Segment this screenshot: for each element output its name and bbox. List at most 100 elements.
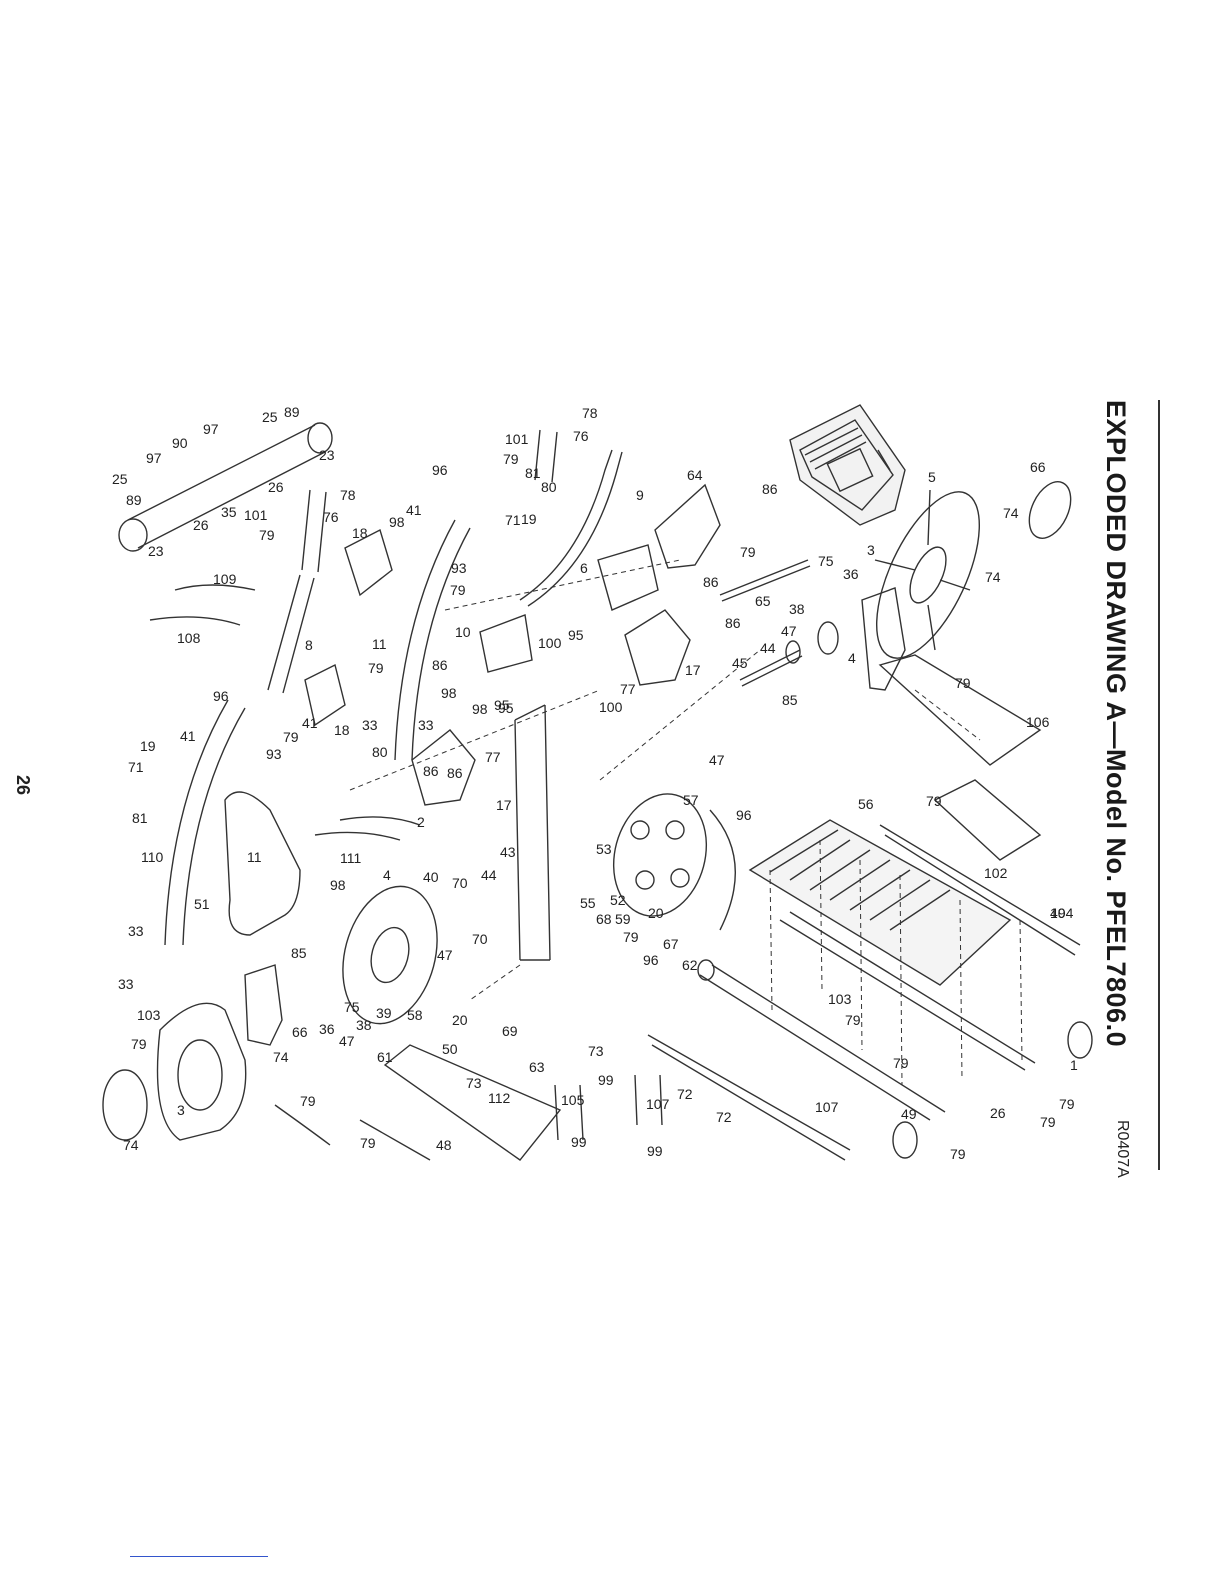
bottom-link-rule [130,1556,268,1557]
part-callout-107: 107 [646,1096,670,1112]
part-callout-96: 96 [736,807,752,823]
part-callout-86: 86 [703,574,719,590]
part-callout-3: 3 [177,1102,185,1118]
wire-110 [314,831,401,841]
part-callout-97: 97 [146,450,162,466]
part-callout-49: 49 [1050,905,1066,921]
part-callout-79: 79 [1059,1096,1075,1112]
part-callout-65: 65 [755,593,771,609]
part-callout-95: 95 [568,627,584,643]
part-callout-47: 47 [437,947,453,963]
part-callout-78: 78 [582,405,598,421]
part-callout-40: 40 [423,869,439,885]
part-callout-86: 86 [447,765,463,781]
part-callout-86: 86 [725,615,741,631]
part-callout-74: 74 [123,1137,139,1153]
part-callout-58: 58 [407,1007,423,1023]
part-callout-79: 79 [503,451,519,467]
part-callout-68: 68 [596,911,612,927]
part-callout-80: 80 [541,479,557,495]
part-callout-73: 73 [466,1075,482,1091]
part-callout-81: 81 [132,810,148,826]
part-callout-47: 47 [709,752,725,768]
pedal-105 [383,1044,562,1161]
part-callout-105: 105 [561,1092,585,1108]
part-callout-8: 8 [305,637,313,653]
part-callout-85: 85 [782,692,798,708]
part-callout-112: 112 [488,1090,511,1106]
part-callout-106: 106 [1026,714,1050,730]
part-callout-36: 36 [319,1021,335,1037]
part-callout-79: 79 [740,544,756,560]
part-callout-93: 93 [451,560,467,576]
left-pulley-bracket [244,964,283,1046]
part-callout-67: 67 [663,936,679,952]
part-callout-45: 45 [732,655,748,671]
part-callout-25: 25 [112,471,128,487]
cover-17-lower [411,729,476,806]
part-callout-98: 98 [441,685,457,701]
part-callout-59: 59 [615,911,631,927]
part-callout-111: 111 [340,850,361,866]
part-callout-79: 79 [259,527,275,543]
wire-108 [149,616,241,626]
part-callout-18: 18 [352,525,368,541]
part-callout-62: 62 [682,957,698,973]
part-callout-104: 104 [1050,905,1074,921]
part-callout-86: 86 [423,763,439,779]
flywheel-40 [342,885,438,1025]
end-cap-right [1028,481,1072,539]
part-callout-100: 100 [599,699,623,715]
part-callout-52: 52 [610,892,626,908]
upright-11-upper [394,519,471,761]
part-callout-44: 44 [760,640,776,656]
part-callout-79: 79 [360,1135,376,1151]
handle-bar-35 [118,422,333,552]
part-callout-79: 79 [283,729,299,745]
part-callout-107: 107 [815,1099,839,1115]
part-callout-41: 41 [302,715,318,731]
part-callout-57: 57 [683,792,699,808]
post-76 [301,489,327,573]
housing-18-lower [304,663,346,727]
part-callout-79: 79 [893,1055,909,1071]
handlebar-9 [519,449,623,607]
part-callout-6: 6 [580,560,588,576]
part-callout-48: 48 [436,1137,452,1153]
part-callout-76: 76 [323,509,339,525]
belt-51 [224,791,301,936]
bolt-107-right [634,1074,663,1126]
part-callout-77: 77 [620,681,636,697]
part-callout-96: 96 [213,688,229,704]
post-76-upper [534,429,558,483]
part-callout-80: 80 [372,744,388,760]
part-callout-20: 20 [648,905,664,921]
part-callout-63: 63 [529,1059,545,1075]
part-callout-19: 19 [140,738,156,754]
part-callout-26: 26 [990,1105,1006,1121]
part-callout-44: 44 [481,867,497,883]
part-callout-108: 108 [177,630,201,646]
part-callout-79: 79 [450,582,466,598]
part-callout-56: 56 [858,796,874,812]
part-callout-99: 99 [571,1134,587,1150]
part-callout-38: 38 [789,601,805,617]
part-callout-47: 47 [339,1033,355,1049]
part-callout-35: 35 [221,504,237,520]
part-callout-33: 33 [362,717,378,733]
part-callout-4: 4 [383,867,391,883]
center-post-2 [514,704,551,961]
part-callout-90: 90 [172,435,188,451]
part-callout-86: 86 [432,657,448,673]
part-callout-79: 79 [0,0,16,3]
right-pulley-bracket [861,587,906,691]
part-callout-23: 23 [319,447,335,463]
part-callout-100: 100 [538,635,562,651]
part-callout-97: 97 [203,421,219,437]
bracket-10 [479,614,533,673]
part-callout-79: 79 [368,660,384,676]
part-callout-36: 36 [843,566,859,582]
part-callout-79: 79 [131,1036,147,1052]
